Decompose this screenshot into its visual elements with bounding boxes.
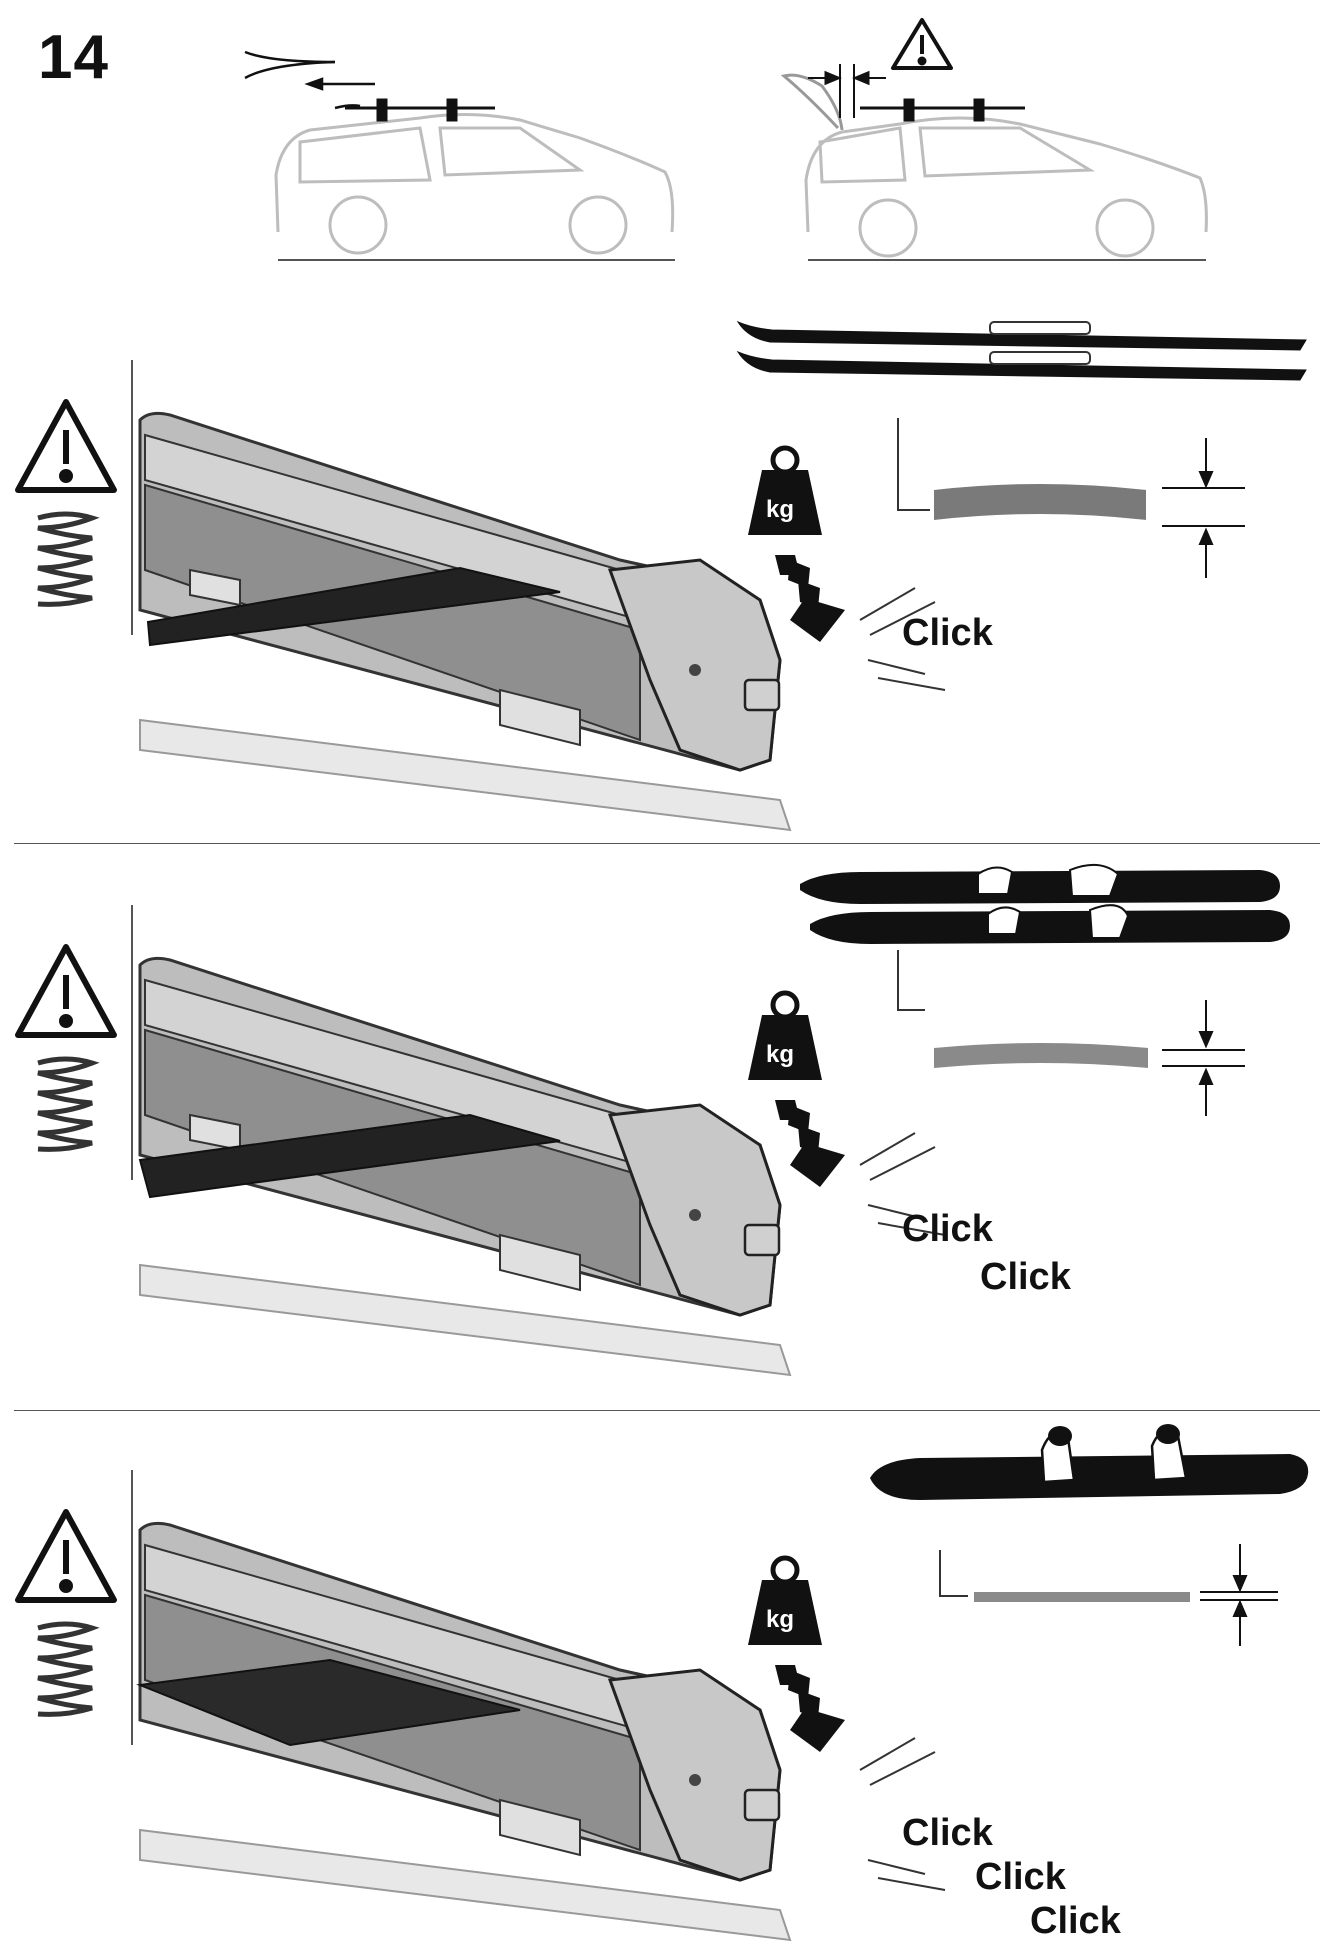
spring-icon	[37, 1056, 100, 1152]
click-label: Click	[902, 1812, 993, 1854]
car-right-illustration	[780, 18, 1208, 261]
weight-icon	[748, 990, 822, 1080]
click-label: Click	[975, 1856, 1066, 1898]
spring-icon	[37, 511, 100, 607]
warning-icon	[15, 399, 117, 493]
click-label: Click	[902, 1208, 993, 1250]
spring-icon	[37, 1621, 100, 1717]
weight-label: kg	[766, 1606, 795, 1633]
section-divider	[14, 843, 1320, 844]
rack-section-3	[15, 1470, 946, 1942]
car-left-illustration	[244, 50, 675, 261]
section-divider	[14, 1410, 1320, 1411]
click-label: Click	[1030, 1900, 1121, 1942]
step-number: 14	[38, 23, 109, 92]
weight-label: kg	[766, 1041, 795, 1068]
weight-icon	[748, 1555, 822, 1645]
weight-icon	[748, 445, 822, 535]
warning-icon	[15, 1509, 117, 1603]
skis-wide-illustration	[800, 863, 1290, 1116]
click-label: Click	[980, 1256, 1071, 1298]
skis-thin-illustration	[736, 320, 1307, 578]
rack-section-2	[15, 905, 946, 1377]
click-label: Click	[902, 612, 993, 654]
rack-section-1	[15, 360, 946, 832]
snowboard-illustration	[870, 1424, 1309, 1646]
warning-icon	[15, 944, 117, 1038]
weight-label: kg	[766, 496, 795, 523]
warning-icon	[891, 18, 953, 70]
